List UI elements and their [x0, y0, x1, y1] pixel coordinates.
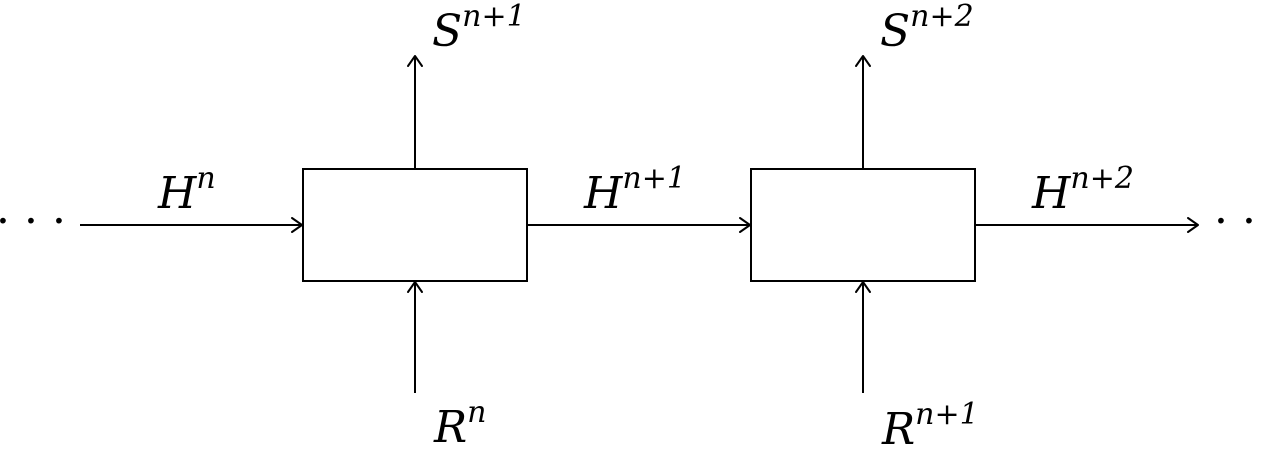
block-2: [750, 168, 976, 282]
arrowhead-input-r-n: [407, 281, 423, 293]
label-s-n2: Sn+2: [880, 0, 974, 57]
label-r-n: Rn: [433, 395, 486, 451]
ellipsis-left: · · ·: [0, 196, 66, 247]
arrowhead-output-s-n2: [855, 55, 871, 67]
arrowhead-output-s-n1: [407, 55, 423, 67]
label-h-n1: Hn+1: [583, 161, 686, 219]
arrowhead-output-h-n2: [1187, 217, 1199, 233]
arrowhead-input-r-n1: [855, 281, 871, 293]
label-h-n2: Hn+2: [1031, 161, 1134, 219]
label-r-n1: Rn+1: [881, 397, 979, 451]
ellipsis-right: · · ·: [1214, 196, 1270, 247]
block-1: [302, 168, 528, 282]
label-s-n1: Sn+1: [432, 0, 526, 57]
label-h-n: Hn: [157, 161, 216, 219]
